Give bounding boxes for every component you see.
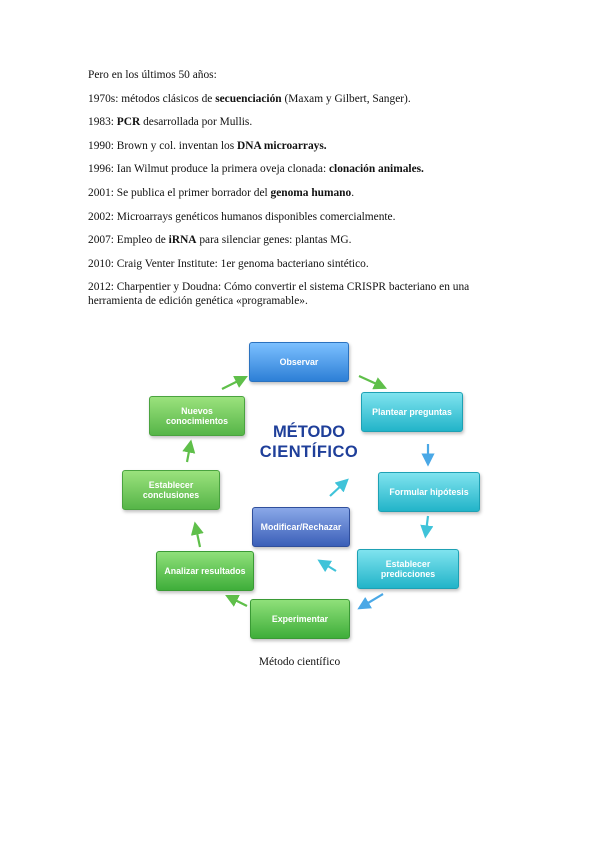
scientific-method-diagram: MÉTODO CIENTÍFICO Observar Plantear preg… <box>0 330 599 650</box>
step-formular-hipotesis: Formular hipótesis <box>378 472 480 512</box>
step-label-line2: predicciones <box>380 569 436 579</box>
item-text: 1996: Ian Wilmut produce la primera ovej… <box>88 163 329 176</box>
timeline-item-2010: 2010: Craig Venter Institute: 1er genoma… <box>88 257 528 271</box>
step-experimentar: Experimentar <box>250 599 350 639</box>
item-bold: genoma humano <box>270 186 352 199</box>
item-text: 2007: Empleo de <box>88 234 169 247</box>
item-text: desarrollada por Mullis. <box>140 116 253 129</box>
step-establecer-predicciones: Establecer predicciones <box>357 549 459 589</box>
arrow-predicciones-to-experimentar <box>357 593 384 610</box>
timeline-item-2001: 2001: Se publica el primer borrador del … <box>88 186 528 200</box>
item-text: 1990: Brown y col. inventan los <box>88 139 238 152</box>
timeline-item-2002: 2002: Microarrays genéticos humanos disp… <box>88 210 528 224</box>
step-label-line2: conclusiones <box>142 490 200 500</box>
step-establecer-conclusiones: Establecer conclusiones <box>122 470 220 510</box>
step-modificar-rechazar: Modificar/Rechazar <box>252 507 350 547</box>
item-text: 2001: Se publica el primer borrador del <box>88 186 271 199</box>
item-text: . <box>351 186 355 199</box>
title-line2: CIENTÍFICO <box>259 443 359 461</box>
arrow-conclusiones-to-nuevos <box>182 439 196 463</box>
timeline-item-2007: 2007: Empleo de iRNA para silenciar gene… <box>88 233 528 247</box>
item-bold: secuenciación <box>215 92 282 105</box>
arrow-modificar-to-title <box>329 478 349 497</box>
timeline-item-1996: 1996: Ian Wilmut produce la primera ovej… <box>88 162 528 176</box>
item-bold: iRNA <box>168 234 197 247</box>
arrow-analizar-to-conclusiones <box>190 521 204 548</box>
step-label-line1: Nuevos <box>181 406 213 416</box>
arrow-nuevos-to-observar <box>221 376 248 390</box>
step-label-line2: conocimientos <box>165 416 229 426</box>
item-text: para silenciar genes: plantas MG. <box>196 234 352 247</box>
title-line1: MÉTODO <box>272 423 346 441</box>
step-analizar-resultados: Analizar resultados <box>156 551 254 591</box>
figure-caption: Método científico <box>258 656 341 668</box>
arrow-experimentar-to-analizar <box>225 595 248 607</box>
step-observar: Observar <box>249 342 349 382</box>
timeline-item-2012-line2: herramienta de edición genética «program… <box>88 295 308 308</box>
timeline-item-1970: 1970s: métodos clásicos de secuenciación… <box>88 92 528 106</box>
item-bold: clonación animales. <box>328 163 424 176</box>
cycle-arrows <box>182 374 435 610</box>
timeline-item-1983: 1983: PCR desarrollada por Mullis. <box>88 115 528 129</box>
timeline-item-2012-line1: 2012: Charpentier y Doudna: Cómo convert… <box>88 281 470 294</box>
item-text: 2002: Microarrays genéticos humanos disp… <box>88 210 396 223</box>
arrow-predicciones-to-modificar <box>317 559 337 573</box>
intro-line: Pero en los últimos 50 años: <box>88 69 217 81</box>
timeline-text: Pero en los últimos 50 años: 1970s: méto… <box>88 68 528 318</box>
arrow-observar-to-plantear <box>358 374 388 390</box>
item-text: 2010: Craig Venter Institute: 1er genoma… <box>88 257 369 270</box>
item-bold: DNA microarrays. <box>237 139 327 152</box>
step-nuevos-conocimientos: Nuevos conocimientos <box>149 396 245 436</box>
arrow-formular-to-predicciones <box>420 515 434 539</box>
item-text: 1970s: métodos clásicos de <box>88 92 216 105</box>
item-text: 1983: <box>88 116 117 129</box>
step-plantear-preguntas: Plantear preguntas <box>361 392 463 432</box>
item-bold: PCR <box>116 116 141 129</box>
timeline-item-1990: 1990: Brown y col. inventan los DNA micr… <box>88 139 528 153</box>
step-label-line1: Establecer <box>385 559 431 569</box>
item-text: (Maxam y Gilbert, Sanger). <box>281 92 411 105</box>
diagram-title: MÉTODO CIENTÍFICO <box>249 422 369 462</box>
step-label-line1: Establecer <box>148 480 194 490</box>
